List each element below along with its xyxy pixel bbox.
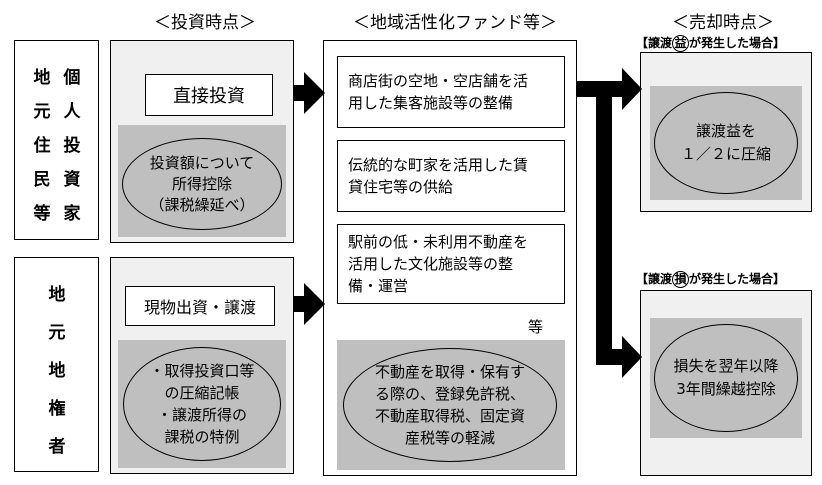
loss-caption-close: が発生した場合】 (689, 272, 786, 286)
benefit-line: 損失を翌年以降 (673, 357, 779, 375)
vertical-char: 等 (33, 204, 51, 224)
individual-investor-box: 地 元 住 民 等 個 人 投 資 家 (14, 40, 99, 240)
arrow-in-kind-to-fund (294, 283, 325, 325)
landowner-label: 地 元 地 権 者 (46, 280, 68, 470)
benefit-line: １／２に圧縮 (680, 145, 771, 163)
benefit-line: 3年間繰越控除 (676, 380, 776, 398)
fund-benefit-ellipse: 不動産を取得・保有す る際の、登録免許税、 不動産取得税、固定資 産税等の軽減 (343, 348, 557, 462)
benefit-line: ・取得投資口等 (149, 362, 255, 380)
vertical-char: 民 (33, 170, 51, 190)
benefit-line: の圧縮記帳 (164, 384, 240, 402)
fund-item-line: 駅前の低・未利用不動産を (348, 233, 529, 251)
benefit-line: ・譲渡所得の (156, 406, 247, 424)
circled-gain-mark: 益 (672, 35, 690, 52)
header-sale-time: ＜売却時点＞ (672, 13, 774, 33)
loss-caption: 【譲渡損が発生した場合】 (636, 270, 785, 288)
benefit-line: 不動産取得税、固定資 (374, 407, 525, 425)
loss-caption-open: 【譲渡 (636, 272, 673, 286)
direct-investment-label: 直接投資 (145, 74, 273, 116)
gain-caption: 【譲渡益が発生した場合】 (636, 34, 785, 52)
header-investment-time: ＜投資時点＞ (154, 13, 256, 33)
benefit-line: る際の、登録免許税、 (374, 385, 525, 403)
fund-item-line: 商店街の空地・空店舗を活 (348, 72, 529, 90)
individual-investor-col-investor: 個 人 投 資 家 (61, 63, 83, 233)
gain-caption-open: 【譲渡 (636, 36, 673, 50)
fund-item-line: 用した集客施設等の整備 (348, 94, 514, 112)
vertical-char: 住 (33, 136, 51, 156)
benefit-line: 産税等の軽減 (404, 429, 495, 447)
arrow-fund-to-loss (596, 97, 642, 378)
vertical-char: 投 (63, 136, 81, 156)
fund-item-line: 伝統的な町家を活用した賃 (348, 156, 529, 174)
vertical-char: 家 (63, 204, 81, 224)
vertical-char: 人 (63, 102, 81, 122)
arrow-direct-to-fund (294, 72, 325, 114)
fund-item-1: 商店街の空地・空店舗を活 用した集客施設等の整備 (337, 56, 565, 128)
vertical-char: 権 (48, 399, 66, 419)
vertical-char: 地 (48, 361, 66, 381)
in-kind-label: 現物出資・譲渡 (125, 286, 275, 326)
gain-benefit-ellipse: 譲渡益を １／２に圧縮 (654, 92, 798, 194)
benefit-line: 課税の特例 (164, 428, 240, 446)
fund-item-2: 伝統的な町家を活用した賃 貸住宅等の供給 (337, 140, 565, 212)
individual-investor-col-local: 地 元 住 民 等 (31, 63, 53, 233)
vertical-char: 地 (48, 285, 66, 305)
circled-loss-mark: 損 (672, 271, 690, 288)
gain-caption-close: が発生した場合】 (689, 36, 786, 50)
benefit-line: 投資額について (149, 153, 255, 172)
benefit-line: 所得控除 (171, 174, 232, 193)
vertical-char: 地 (33, 68, 51, 88)
header-fund: ＜地域活性化ファンド等＞ (353, 13, 557, 33)
fund-etc-label: 等 (528, 318, 544, 336)
vertical-char: 者 (48, 437, 66, 457)
vertical-char: 資 (63, 170, 81, 190)
vertical-char: 元 (33, 102, 51, 122)
arrow-fund-to-gain (577, 68, 642, 110)
benefit-line: （課税繰延べ） (149, 195, 255, 214)
loss-benefit-ellipse: 損失を翌年以降 3年間繰越控除 (654, 324, 798, 432)
landowner-box: 地 元 地 権 者 (14, 257, 99, 472)
benefit-line: 譲渡益を (695, 122, 756, 140)
benefit-line: 不動産を取得・保有す (374, 363, 525, 381)
vertical-char: 個 (63, 68, 81, 88)
fund-item-line: 貸住宅等の供給 (348, 178, 454, 196)
in-kind-benefit-ellipse: ・取得投資口等 の圧縮記帳 ・譲渡所得の 課税の特例 (123, 347, 281, 461)
vertical-char: 元 (48, 323, 66, 343)
fund-item-3: 駅前の低・未利用不動産を 活用した文化施設等の整 備・運営 (337, 224, 565, 304)
direct-benefit-ellipse: 投資額について 所得控除 （課税繰延べ） (122, 138, 282, 230)
fund-item-line: 備・運営 (348, 277, 409, 295)
fund-item-line: 活用した文化施設等の整 (348, 255, 514, 273)
